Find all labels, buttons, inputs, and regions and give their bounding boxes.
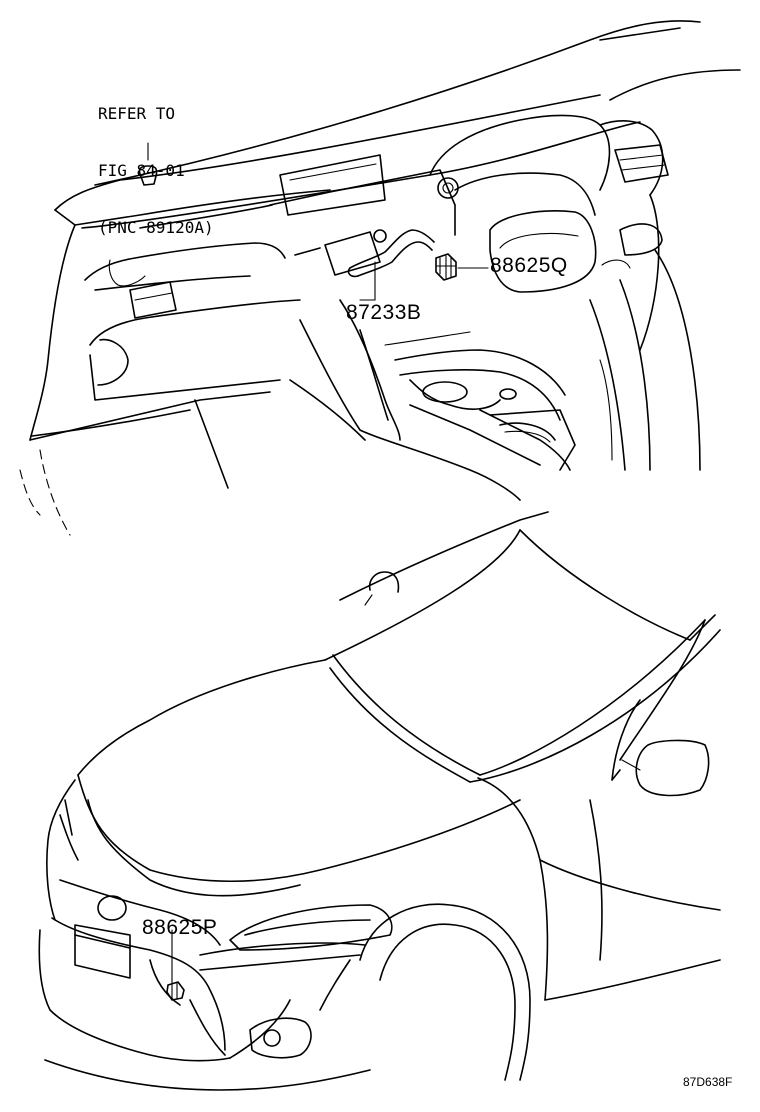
part-label-87233b: 87233B <box>346 301 422 324</box>
reference-note: REFER TO FIG 84-01 (PNC 89120A) <box>98 66 214 275</box>
reference-note-line1: REFER TO <box>98 104 176 123</box>
reference-note-line3: (PNC 89120A) <box>98 218 214 237</box>
diagram-code: 87D638F <box>683 1075 733 1089</box>
part-label-88625q: 88625Q <box>490 254 568 277</box>
part-label-88625p: 88625P <box>142 916 218 939</box>
reference-note-line2: FIG 84-01 <box>98 161 185 180</box>
